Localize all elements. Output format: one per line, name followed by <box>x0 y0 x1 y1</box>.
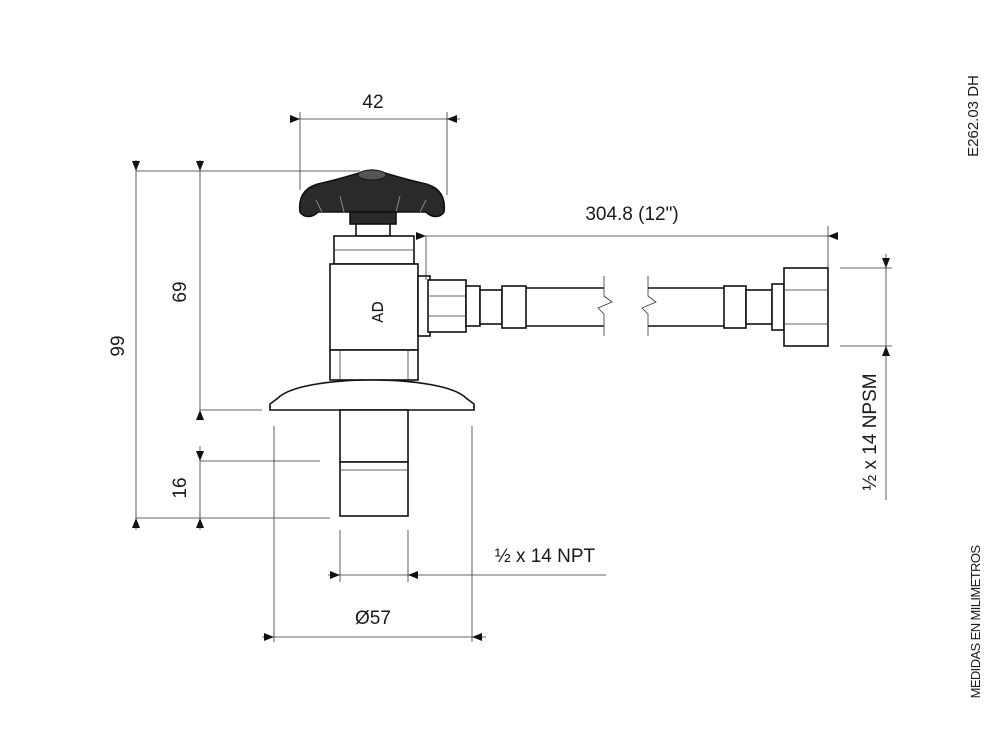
compression-nut <box>427 279 467 333</box>
valve-assembly: ᗡ∀ <box>269 169 829 517</box>
drawing-code: E262.03 DH <box>965 75 982 157</box>
dim-flange-diameter: Ø57 <box>355 608 391 629</box>
supply-hose <box>479 267 829 347</box>
lower-nut <box>329 349 419 381</box>
dimension-lines: 42 304.8 (12") 99 69 16 ½ x 14 NPSM <box>108 92 892 642</box>
valve-handle <box>298 169 446 237</box>
handle-knob <box>298 169 446 218</box>
inlet-shank <box>339 409 409 463</box>
escutcheon-flange <box>269 379 475 411</box>
stem-collar <box>355 223 391 237</box>
hose-ferrule-right <box>745 289 773 325</box>
handle-stem <box>349 211 397 225</box>
hose-crimp-left <box>501 285 527 329</box>
hose-collar <box>771 283 785 331</box>
inlet-thread <box>339 461 409 517</box>
outlet-coupling-nut <box>783 267 829 347</box>
dim-total-height: 99 <box>108 335 129 356</box>
ferrule <box>465 285 481 327</box>
dim-inlet-thread: ½ x 14 NPT <box>495 546 596 567</box>
dim-thread-height: 16 <box>170 477 191 498</box>
dim-handle-width: 42 <box>362 92 383 113</box>
hose-crimp-right <box>723 285 747 329</box>
dim-upper-height: 69 <box>170 281 191 302</box>
dim-hose-length: 304.8 (12") <box>585 204 678 225</box>
brand-logo: ᗡ∀ <box>368 301 385 324</box>
units-note: MEDIDAS EN MILIMETROS <box>968 545 983 699</box>
dim-outlet-thread: ½ x 14 NPSM <box>860 373 881 490</box>
hose-ferrule-left <box>479 289 503 325</box>
valve-body <box>329 263 419 351</box>
